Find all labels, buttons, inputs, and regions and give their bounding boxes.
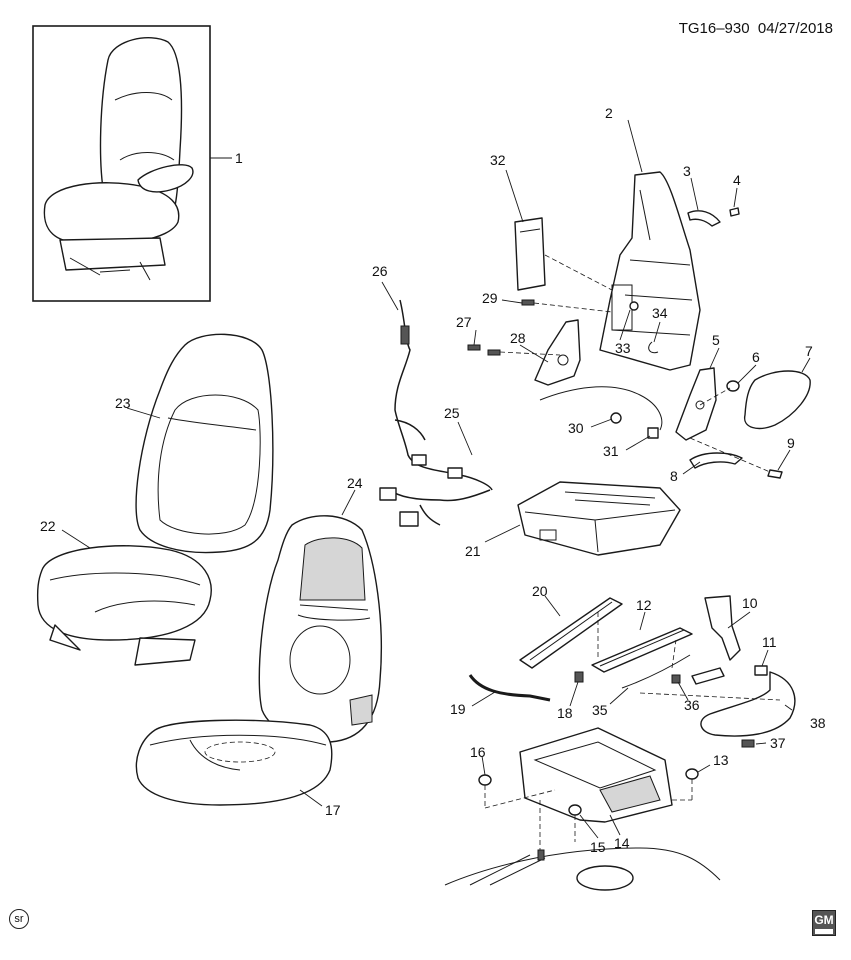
gm-logo: GM <box>812 910 836 936</box>
adjuster-bolt-36 <box>671 674 681 684</box>
cable-35 <box>621 654 691 689</box>
callout-25: 25 <box>444 405 460 421</box>
inset-seat-assembly <box>32 25 211 302</box>
recliner-bracket-right <box>675 367 717 441</box>
seat-cushion-cover <box>36 545 212 666</box>
head-restraint-pad <box>514 217 546 291</box>
callout-37: 37 <box>770 735 786 751</box>
callout-19: 19 <box>450 701 466 717</box>
callout-27: 27 <box>456 314 472 330</box>
gm-logo-text: GM <box>814 913 834 927</box>
callout-17: 17 <box>325 802 341 818</box>
diagram-code: TG16–930 <box>678 20 750 37</box>
callout-36: 36 <box>684 697 700 713</box>
recliner-handle <box>687 210 721 227</box>
nut-13 <box>685 768 699 780</box>
callout-15: 15 <box>590 839 606 855</box>
callout-20: 20 <box>532 583 548 599</box>
seat-back-pad <box>258 515 382 743</box>
diagram-date: 04/27/2018 <box>757 20 833 37</box>
fastener-30 <box>610 412 622 424</box>
seat-riser <box>519 727 673 823</box>
callout-1: 1 <box>235 150 243 166</box>
adjuster-bolt-18 <box>574 671 584 683</box>
callout-30: 30 <box>568 420 584 436</box>
buckle-bolt <box>754 665 768 676</box>
callout-35: 35 <box>592 702 608 718</box>
callout-26: 26 <box>372 263 388 279</box>
seat-cushion-frame <box>517 481 681 556</box>
callout-9: 9 <box>787 435 795 451</box>
leader-lines <box>61 119 811 839</box>
adjuster-track-outer <box>591 627 693 673</box>
callout-13: 13 <box>713 752 729 768</box>
armrest-hinge <box>689 452 743 469</box>
seat-riser-trim <box>700 671 796 737</box>
callout-6: 6 <box>752 349 760 365</box>
seat-cushion-pad <box>135 719 333 806</box>
callout-29: 29 <box>482 290 498 306</box>
callout-31: 31 <box>603 443 619 459</box>
adjuster-track-inner <box>519 597 623 669</box>
seat-belt-buckle <box>691 595 741 685</box>
riser-screw <box>741 739 755 748</box>
nut-15 <box>568 804 582 816</box>
callout-24: 24 <box>347 475 363 491</box>
nut-16 <box>478 774 492 786</box>
armrest-bushing <box>726 380 740 392</box>
callout-labels: 1 2 3 4 5 6 7 8 9 10 11 12 13 14 15 16 1… <box>40 105 826 855</box>
recliner-bracket-left <box>534 319 581 386</box>
seat-back-frame <box>599 171 701 371</box>
fastener-27 <box>467 344 501 356</box>
callout-12: 12 <box>636 597 652 613</box>
spring-34 <box>648 341 659 354</box>
callout-22: 22 <box>40 518 56 534</box>
callout-18: 18 <box>557 705 573 721</box>
callout-7: 7 <box>805 343 813 359</box>
vehicle-floor <box>444 847 721 891</box>
callout-5: 5 <box>712 332 720 348</box>
callout-3: 3 <box>683 163 691 179</box>
callout-4: 4 <box>733 172 741 188</box>
handle-screw <box>729 207 740 217</box>
assembly-lines <box>484 254 781 850</box>
hinge-bolt <box>767 469 783 479</box>
gm-logo-stripe <box>815 929 833 934</box>
callout-21: 21 <box>465 543 481 559</box>
armrest <box>744 370 811 430</box>
callout-23: 23 <box>115 395 131 411</box>
fastener-29 <box>521 299 535 306</box>
callout-33: 33 <box>615 340 631 356</box>
wiring-harness <box>379 299 493 527</box>
clip-33 <box>629 301 639 311</box>
callout-2: 2 <box>605 105 613 121</box>
adjuster-bar <box>468 674 551 702</box>
diagram-header: TG16–930 04/27/2018 <box>679 20 833 37</box>
callout-28: 28 <box>510 330 526 346</box>
callout-11: 11 <box>762 634 777 650</box>
callout-16: 16 <box>470 744 486 760</box>
callout-14: 14 <box>614 835 630 851</box>
callout-34: 34 <box>652 305 668 321</box>
callout-8: 8 <box>670 468 678 484</box>
callout-32: 32 <box>490 152 506 168</box>
callout-10: 10 <box>742 595 758 611</box>
fastener-31 <box>647 427 659 439</box>
seat-back-cover <box>135 333 274 554</box>
callout-38: 38 <box>810 715 826 731</box>
sr-mark: sr <box>9 909 29 929</box>
